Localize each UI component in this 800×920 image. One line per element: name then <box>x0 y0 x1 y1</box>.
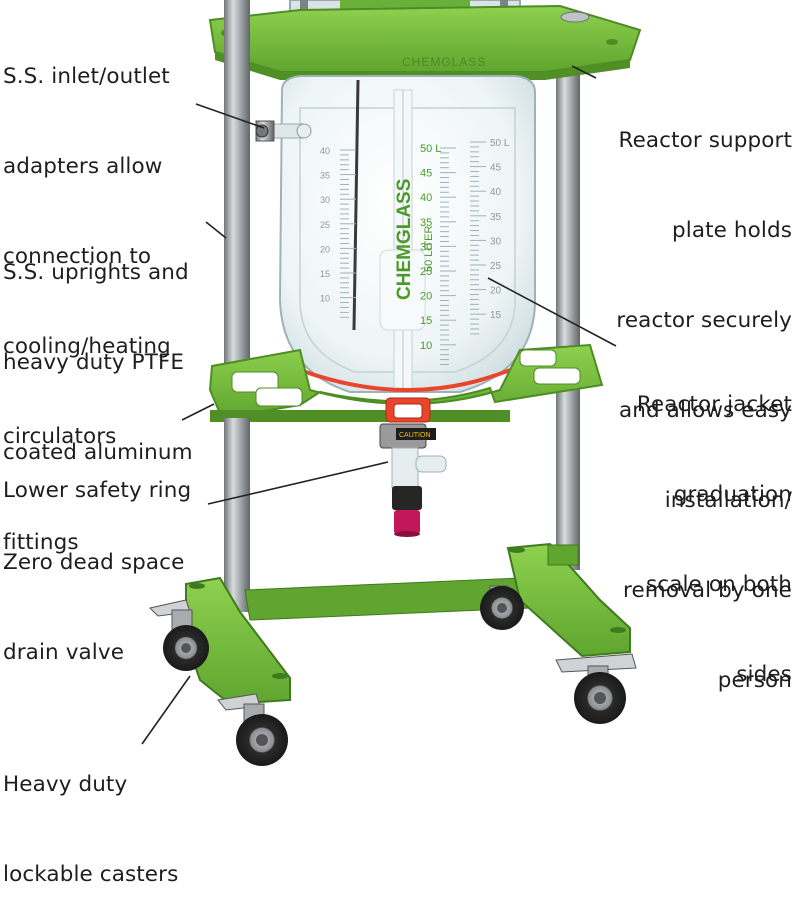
scale-number: 15 <box>320 269 330 279</box>
callout-line: person <box>717 668 792 693</box>
reactor-diagram: CHEMGLASS 50 L 45 40 35 30 25 20 15 10 50 L 45 40 3… <box>141 0 642 766</box>
leader-lines <box>141 65 617 745</box>
caster-rear-left <box>480 585 524 630</box>
scale-number: 10 <box>420 340 432 352</box>
caster-rear-right <box>555 653 637 724</box>
callout-line: Reactor support <box>618 128 792 153</box>
leader-casters <box>141 675 191 745</box>
leader-safety-ring <box>181 403 215 421</box>
scale-number: 20 <box>490 286 502 297</box>
scale-number: 15 <box>420 315 432 327</box>
callout-line: drain valve <box>3 640 125 665</box>
scale-number: 35 <box>420 217 432 229</box>
callout-casters: Heavy duty lockable casters <box>3 710 178 920</box>
callout-line: S.S. uprights and <box>3 260 189 285</box>
scale-number: 50 L <box>420 143 441 155</box>
callout-line: coated aluminum <box>3 440 193 465</box>
callout-line: sides <box>736 662 792 687</box>
scale-number: 20 <box>320 244 330 254</box>
callout-line: fittings <box>3 530 79 555</box>
scale-number: 20 <box>420 291 432 303</box>
rear-uprights <box>556 50 580 570</box>
scale-number: 30 <box>490 236 502 247</box>
graduation-scale-inner: 40 35 30 25 20 15 10 <box>320 146 356 318</box>
caster-front-right <box>217 693 288 766</box>
scale-number: 25 <box>320 220 330 230</box>
callout-line: connection to <box>3 244 152 269</box>
vessel-brand: CHEMGLASS <box>394 179 415 300</box>
callout-line: circulators <box>3 424 117 449</box>
caution-tag: CAUTION <box>399 432 431 439</box>
callout-graduation-scale: Reactor jacket graduation scale on both … <box>637 330 792 720</box>
callout-line: Heavy duty <box>3 772 128 797</box>
caster-front-left <box>149 599 209 671</box>
callout-uprights-fittings: S.S. uprights and heavy duty PTFE coated… <box>3 198 193 588</box>
callout-line: Zero dead space <box>3 550 185 575</box>
scale-number: 25 <box>420 266 432 278</box>
scale-number: 10 <box>320 294 330 304</box>
leader-uprights <box>205 221 227 239</box>
drain-valve: CAUTION <box>379 397 447 537</box>
vessel-volume: 50 LITER <box>423 225 435 272</box>
scale-number: 35 <box>490 212 502 223</box>
callout-line: and allows easy <box>618 398 792 423</box>
callout-line: cooling/heating <box>3 334 171 359</box>
callout-line: scale on both <box>645 572 792 597</box>
callout-line: graduation <box>673 482 792 507</box>
callout-support-plate: Reactor support plate holds reactor secu… <box>616 66 792 726</box>
plate-brand: CHEMGLASS <box>402 55 486 69</box>
scale-number: 45 <box>490 163 502 174</box>
callout-line: installation/ <box>664 488 792 513</box>
lower-safety-ring <box>208 343 604 422</box>
scale-number: 25 <box>490 261 502 272</box>
scale-number: 40 <box>490 187 502 198</box>
scale-number: 15 <box>490 310 502 321</box>
scale-number: 35 <box>320 171 330 181</box>
leader-support-plate <box>571 65 597 79</box>
scale-number: 45 <box>420 168 432 180</box>
base-frame <box>185 418 631 706</box>
callout-line: reactor securely <box>616 308 792 333</box>
callout-line: heavy duty PTFE <box>3 350 185 375</box>
callout-lower-safety-ring: Lower safety ring <box>3 416 191 536</box>
graduation-scale-right: 50 L 45 40 35 30 25 20 15 <box>470 138 510 335</box>
scale-number: 30 <box>320 195 330 205</box>
callout-line: adapters allow <box>3 154 163 179</box>
scale-number: 50 L <box>490 138 510 149</box>
scale-number: 30 <box>420 241 432 253</box>
leader-graduation <box>487 277 617 347</box>
leader-inlet-outlet <box>195 103 265 129</box>
callout-line: S.S. inlet/outlet <box>3 64 170 89</box>
callout-drain-valve: Zero dead space drain valve <box>3 488 184 698</box>
graduation-scale-left: 50 L 45 40 35 30 25 20 15 10 <box>420 143 456 365</box>
scale-number: 40 <box>420 192 432 204</box>
scale-number: 40 <box>320 146 330 156</box>
callout-line: removal by one <box>622 578 792 603</box>
leader-drain-valve <box>207 461 389 505</box>
callout-line: Reactor jacket <box>636 392 792 417</box>
inlet-outlet-adapter <box>255 120 312 142</box>
callout-inlet-outlet-adapters: S.S. inlet/outlet adapters allow connect… <box>3 2 171 482</box>
casters <box>149 585 637 766</box>
callout-line: plate holds <box>672 218 792 243</box>
callout-line: lockable casters <box>3 862 179 887</box>
reactor-support-plate: CHEMGLASS <box>208 4 642 80</box>
callout-line: Lower safety ring <box>3 478 192 503</box>
